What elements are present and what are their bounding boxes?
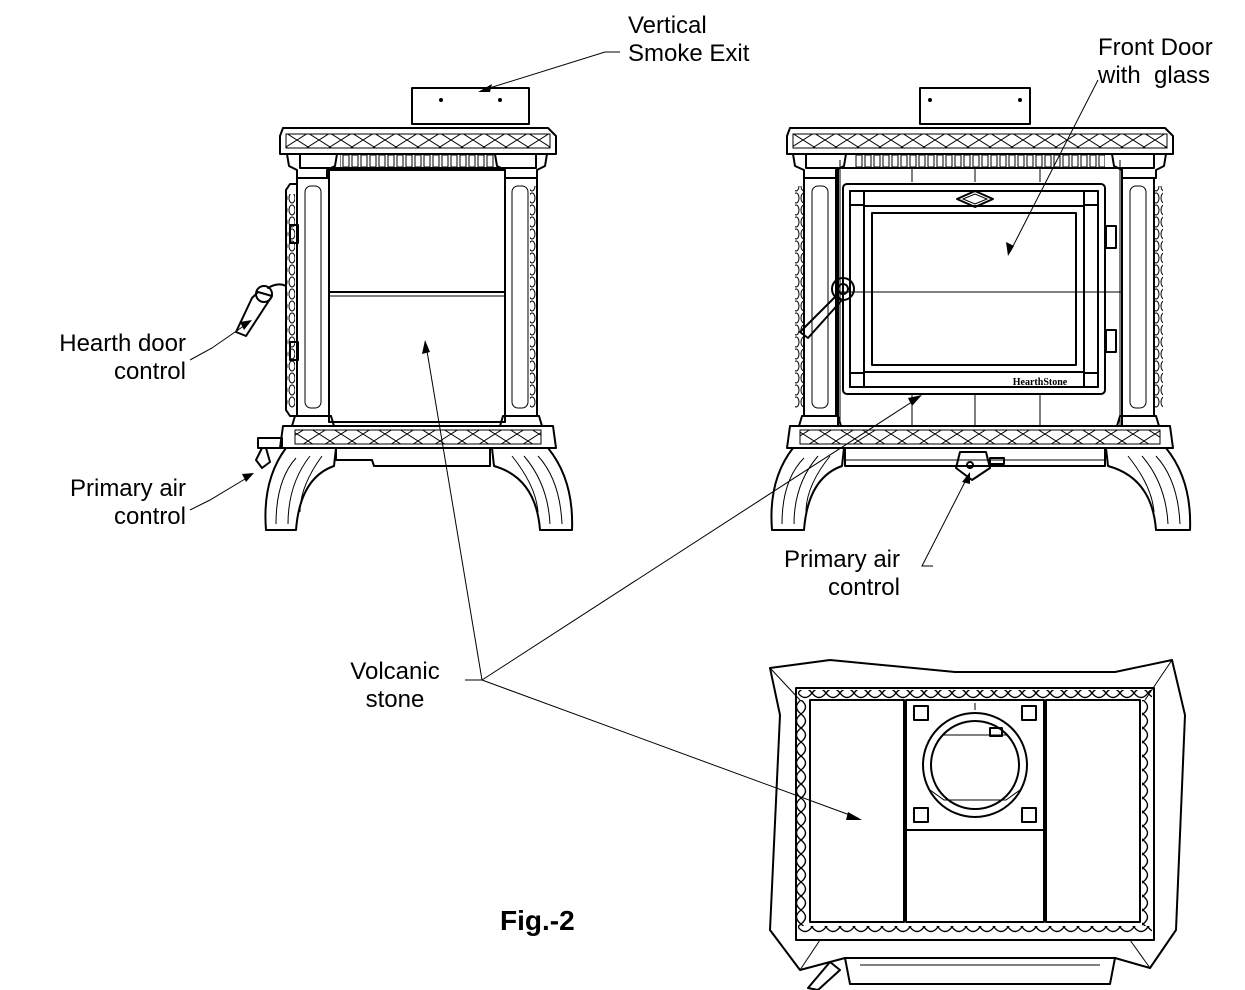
brand-text: HearthStone [1013, 377, 1068, 388]
primary-air-control-left-label: Primary air control [69, 475, 186, 530]
primary-air-control-right-label: Primary air control [783, 546, 900, 601]
stove-top-view [769, 659, 1186, 990]
leader-lines [189, 51, 1099, 820]
vertical-smoke-exit-label: Vertical Smoke Exit [628, 12, 750, 67]
stove-front-view: HearthStone [770, 87, 1192, 531]
figure-caption: Fig.-2 [500, 905, 575, 936]
volcanic-stone-label: Volcanic stone [350, 658, 440, 713]
front-door-with-glass-label: Front Door with glass [1098, 34, 1213, 89]
hearth-door-control-label: Hearth door control [59, 330, 186, 385]
stove-side-view [235, 87, 574, 531]
